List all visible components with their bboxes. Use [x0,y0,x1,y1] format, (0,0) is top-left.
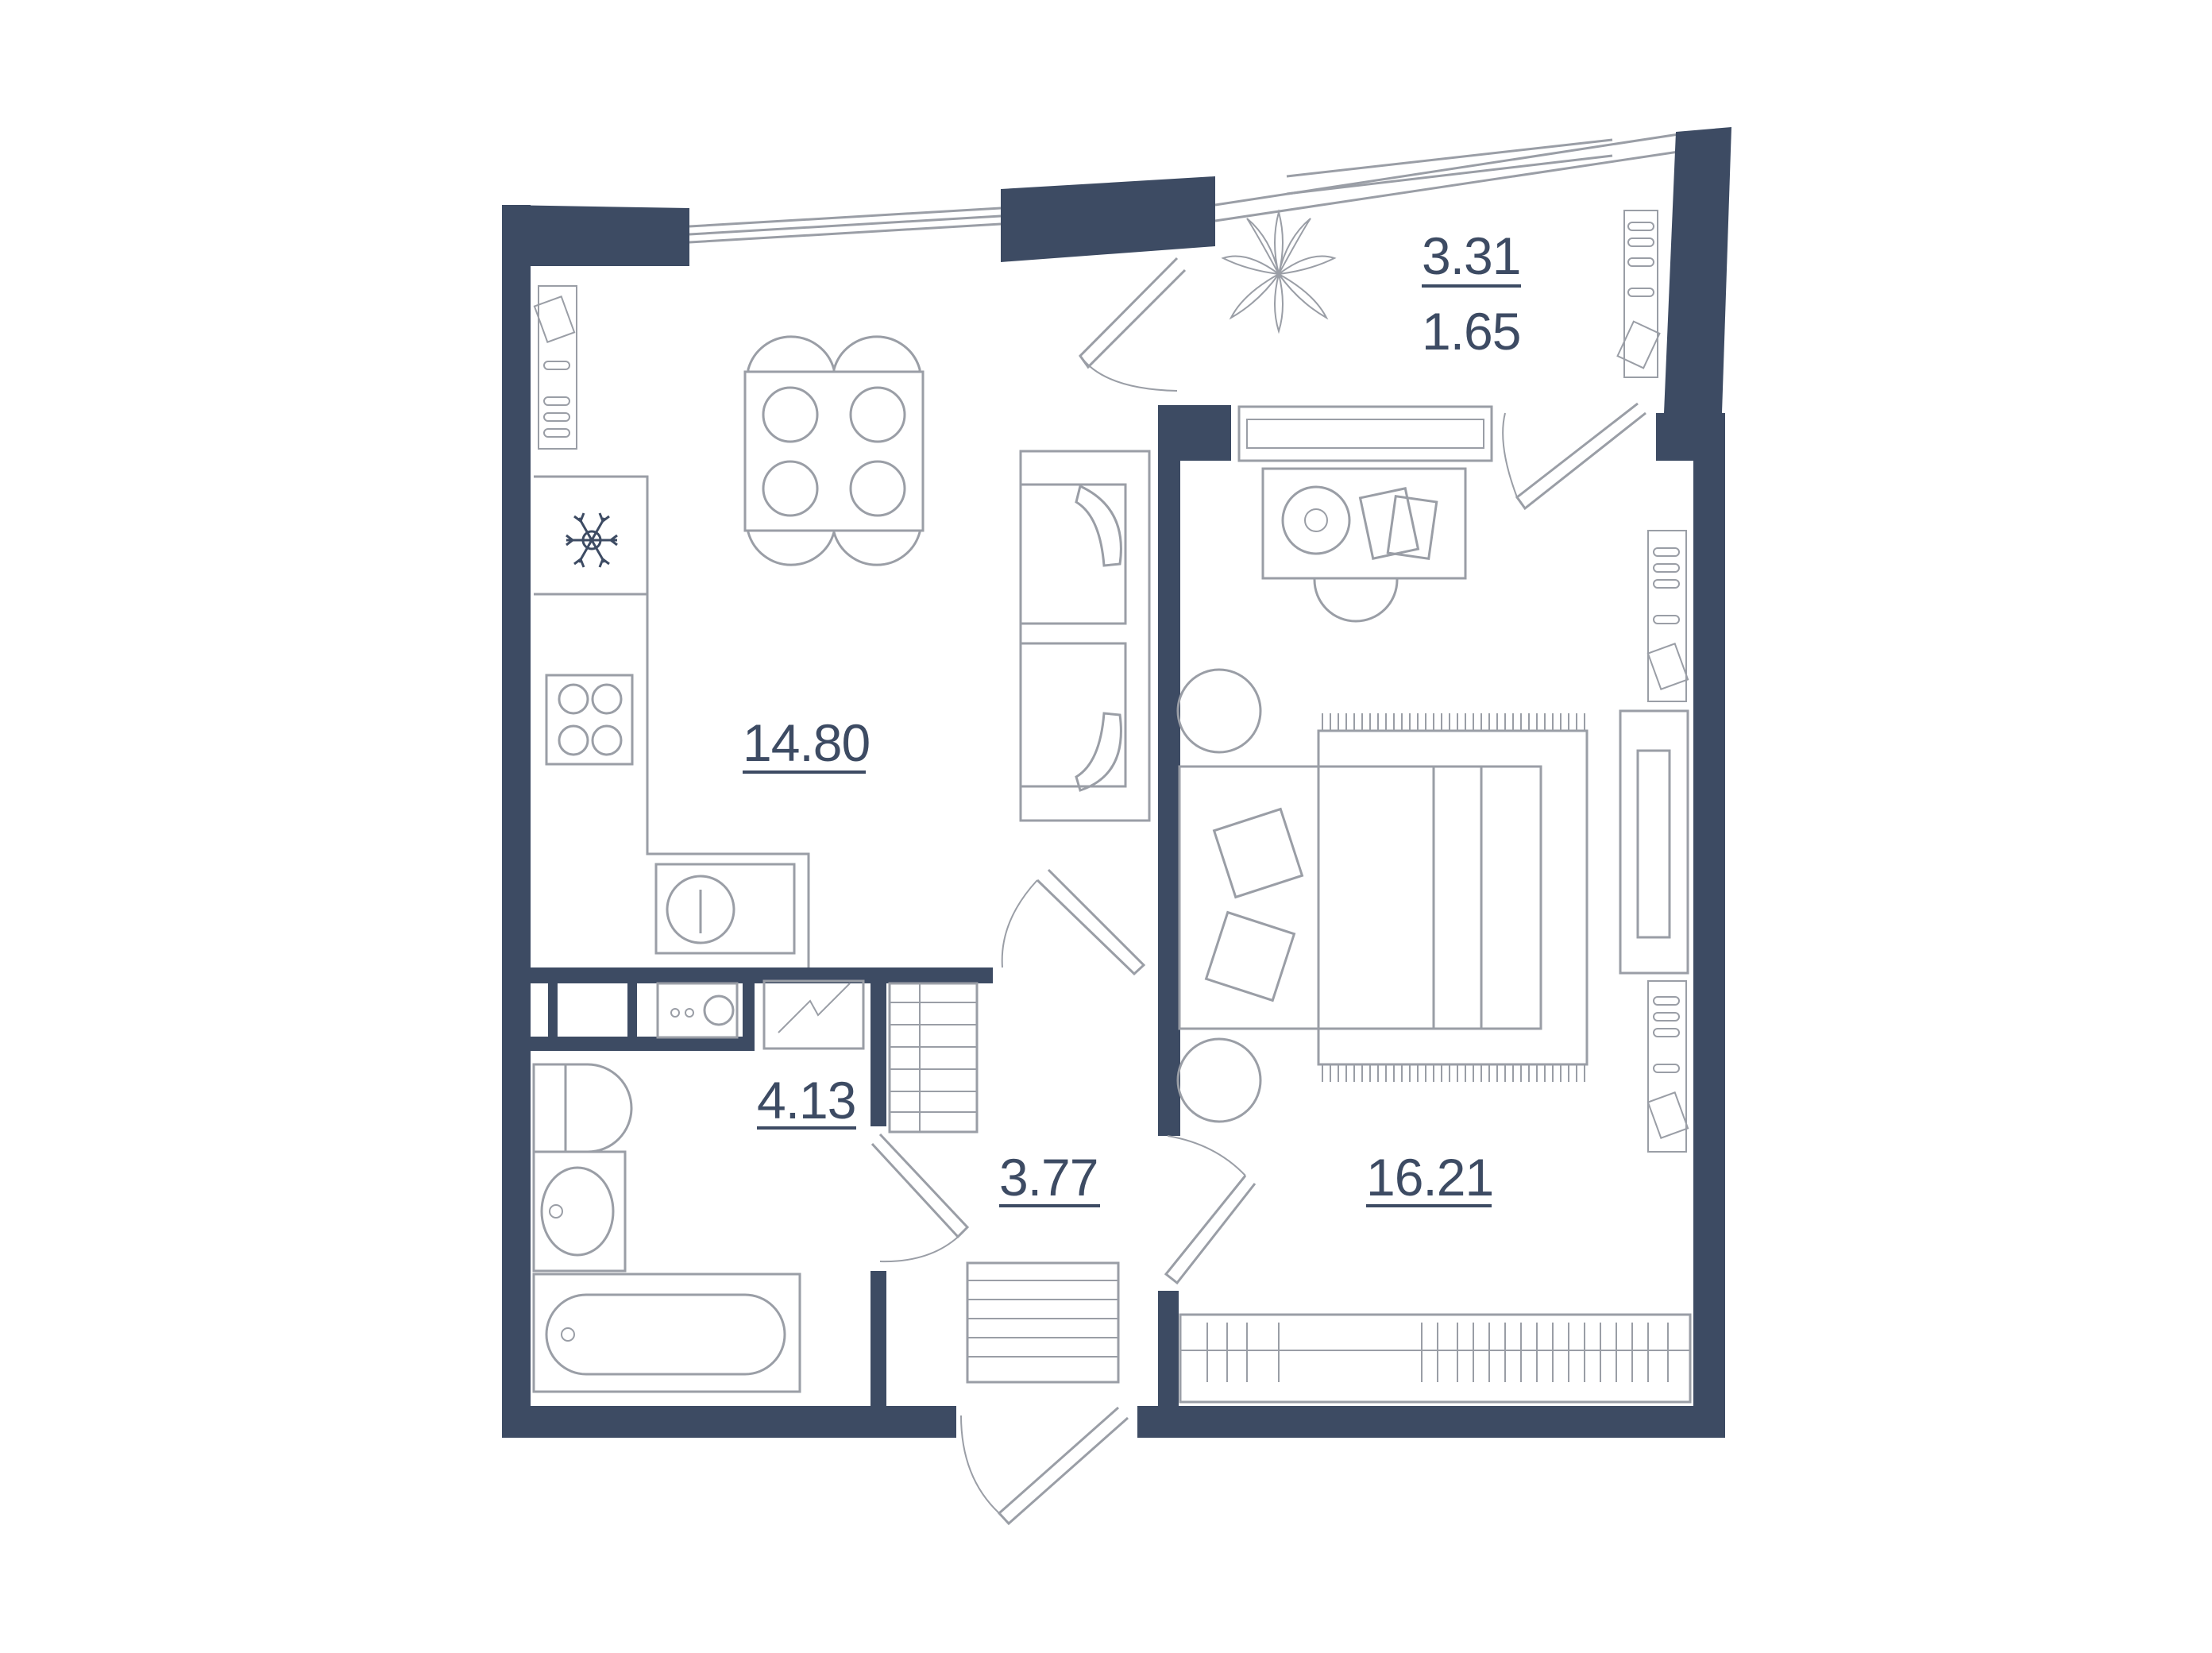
snowflake-icon [566,512,618,568]
radiators [533,210,1689,1153]
wardrobe [1179,1313,1692,1404]
plant-icon [1221,209,1337,334]
bathroom-fixtures [532,979,979,1393]
walls [502,127,1731,1438]
kitchen-counter [534,475,810,967]
doors [871,257,1646,1526]
bathroom-area: 4.13 [757,1071,855,1130]
dining-table [743,335,925,566]
desk [1237,405,1493,623]
balcony-area: 3.31 [1422,226,1520,285]
sofa [1019,450,1151,822]
tv-stand [1619,709,1689,975]
hallway-area: 3.77 [999,1148,1098,1207]
living-kitchen-area: 14.80 [743,713,870,772]
balcony-glazing [689,132,1685,244]
shoe-rack [966,1261,1120,1384]
double-bed [1176,668,1589,1123]
bedroom-area: 16.21 [1366,1148,1493,1207]
room-labels: 14.80 4.13 3.77 16.21 3.31 1.65 [743,226,1521,1207]
balcony-secondary-area: 1.65 [1422,302,1520,361]
